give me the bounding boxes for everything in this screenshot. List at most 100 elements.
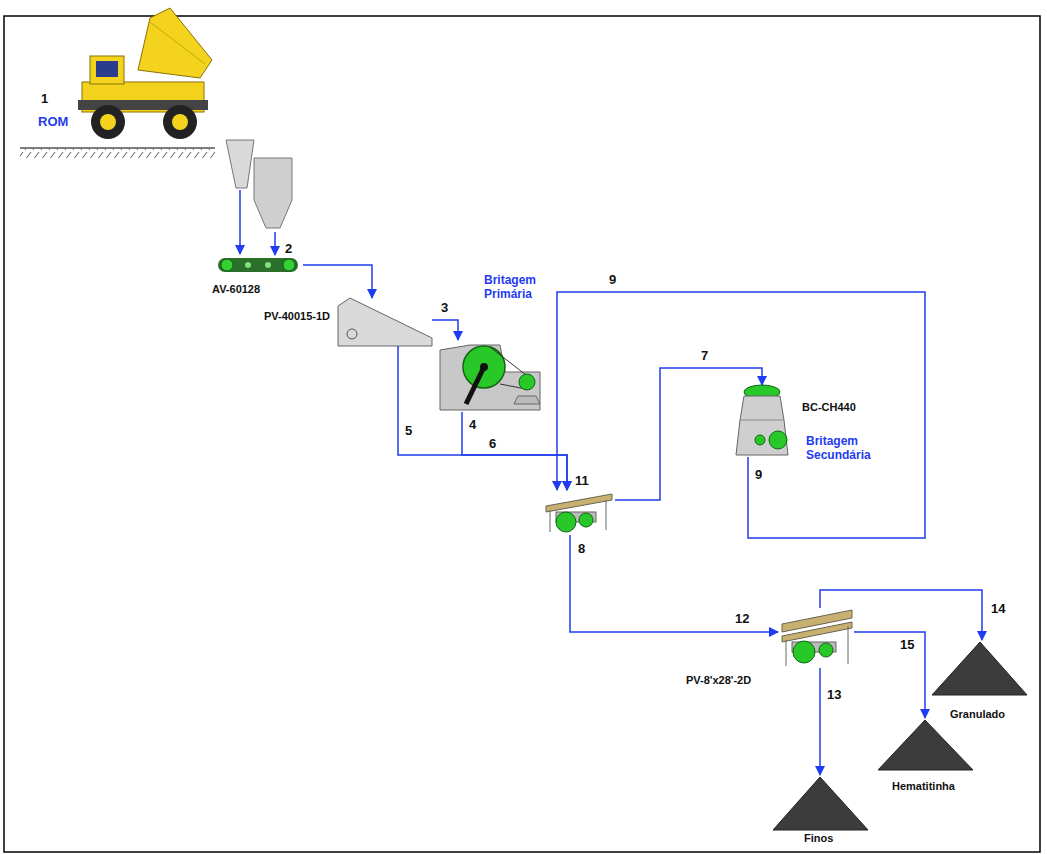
equipment-label: Granulado xyxy=(950,708,1005,721)
feeder: AV-60128 xyxy=(215,255,303,275)
dump-truck-part xyxy=(100,114,116,130)
cone-crusher-part xyxy=(740,420,784,421)
jaw-crusher-part xyxy=(440,345,540,410)
grizzly-screen xyxy=(338,298,432,346)
rom-truck: ROM xyxy=(55,45,295,232)
apron-feeder-part xyxy=(283,259,295,271)
equipment-label: AV-60128 xyxy=(212,283,260,296)
double-deck-screen-part xyxy=(819,643,833,657)
apron-feeder-part xyxy=(245,262,251,268)
dump-truck-part xyxy=(150,22,205,64)
dump-truck-part xyxy=(163,105,197,139)
ground-line-part xyxy=(20,149,215,158)
equipment-label: ROM xyxy=(38,115,68,130)
flow-line xyxy=(557,292,925,538)
apron-feeder-part xyxy=(218,258,298,272)
dump-truck-part xyxy=(138,8,212,78)
stockpile: Granulado xyxy=(932,640,1027,695)
flow-line xyxy=(854,632,925,718)
double-deck-screen-part xyxy=(848,626,849,664)
stream-number: 12 xyxy=(734,612,750,627)
flow-line xyxy=(570,535,778,632)
cone-crusher-part xyxy=(769,431,787,449)
ground-line-part xyxy=(20,147,215,149)
apron-feeder xyxy=(218,258,298,272)
stream-number: 1 xyxy=(40,92,49,107)
flow-line xyxy=(398,346,567,490)
double-deck-screen-part xyxy=(793,641,815,663)
stream-number: 7 xyxy=(700,349,709,364)
secondary-crusher: BC-CH440Britagem Secundária xyxy=(734,385,792,457)
ground-line xyxy=(20,148,215,158)
cone-crusher-part xyxy=(755,435,765,445)
dump-truck-part xyxy=(90,56,124,84)
dump-truck-part xyxy=(91,105,125,139)
grizzly-screen-part xyxy=(347,329,357,339)
screen: 11 xyxy=(543,490,615,535)
jaw-crusher-part xyxy=(466,367,484,404)
equipment-label: Britagem Primária xyxy=(484,274,548,302)
double-deck-screen xyxy=(782,610,852,666)
jaw-crusher-part xyxy=(519,374,535,390)
equipment-label: 11 xyxy=(575,474,589,489)
jaw-crusher-part xyxy=(490,347,526,375)
equipment-label: PV-40015-1D xyxy=(264,310,330,323)
feed-hopper-part xyxy=(239,190,241,254)
cone-crusher xyxy=(736,385,788,455)
flow-line xyxy=(274,232,276,255)
jaw-crusher-part xyxy=(480,363,488,371)
stream-number: 13 xyxy=(826,688,842,703)
stockpile: Finos xyxy=(773,775,868,830)
feed-hopper xyxy=(226,140,292,254)
stream-number: 14 xyxy=(990,602,1006,617)
dump-truck-part xyxy=(172,114,188,130)
feed-hopper-part xyxy=(254,158,292,228)
double-deck-screen-part xyxy=(782,622,852,642)
grizzly: PV-40015-1D xyxy=(336,298,432,346)
stream-number: 2 xyxy=(284,242,293,257)
primary-crusher: Britagem Primária xyxy=(436,340,542,412)
dump-truck-part xyxy=(96,61,118,77)
double-deck-screen-part xyxy=(786,640,787,666)
stream-number: 5 xyxy=(404,424,413,439)
stockpile: Hematitinha xyxy=(878,718,973,770)
feed-hopper-part xyxy=(226,140,254,188)
stream-number: 6 xyxy=(488,437,497,452)
flow-line xyxy=(819,668,821,775)
apron-feeder-part xyxy=(265,262,271,268)
grizzly-screen-part xyxy=(338,298,432,346)
vibrating-screen-part xyxy=(550,510,551,532)
vibrating-screen-part xyxy=(546,494,612,512)
stream-number: 8 xyxy=(577,542,586,557)
equipment-label: Finos xyxy=(804,832,833,845)
stockpile xyxy=(773,642,1027,830)
stockpile-part xyxy=(878,720,973,770)
flow-line xyxy=(615,368,762,500)
vibrating-screen-part xyxy=(579,513,593,527)
stream-number: 9 xyxy=(754,468,763,483)
equipment-label: Hematitinha xyxy=(892,780,955,793)
equipment-label: BC-CH440 xyxy=(802,401,856,414)
vibrating-screen-part xyxy=(606,500,607,530)
stream-number: 15 xyxy=(899,638,915,653)
jaw-crusher-part xyxy=(514,396,540,404)
flow-line xyxy=(303,265,372,298)
dump-truck xyxy=(78,8,212,139)
stream-number: 9 xyxy=(608,273,617,288)
frame xyxy=(4,16,1040,852)
flow-line xyxy=(432,320,458,340)
stream-number: 3 xyxy=(440,301,449,316)
jaw-crusher xyxy=(440,345,540,410)
stockpile-part xyxy=(932,642,1027,695)
vibrating-screen-part xyxy=(556,512,576,532)
stockpile-part xyxy=(773,777,868,830)
jaw-crusher-part xyxy=(463,346,505,388)
apron-feeder-part xyxy=(221,259,233,271)
stage-label: Britagem Secundária xyxy=(806,435,880,463)
stream-number: 4 xyxy=(468,418,477,433)
product-screen: PV-8'x28'-2D xyxy=(778,608,854,668)
frame-part xyxy=(4,16,1040,852)
cone-crusher-part xyxy=(736,396,788,455)
